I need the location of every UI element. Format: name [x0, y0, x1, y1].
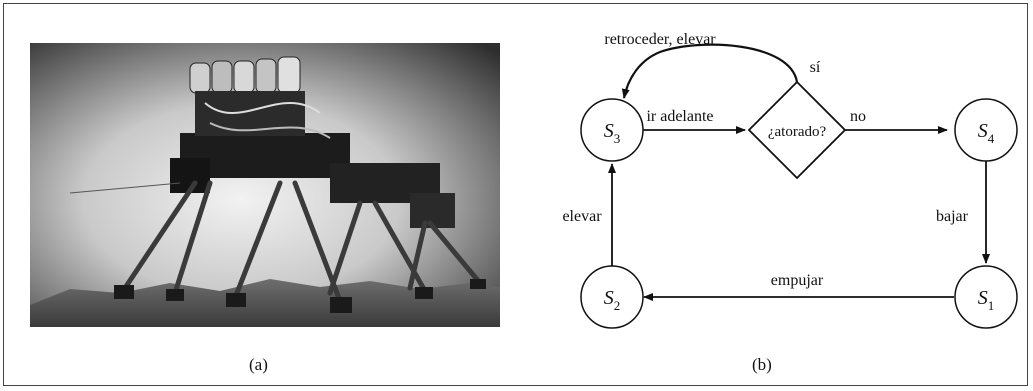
label-elevar: elevar	[562, 208, 602, 225]
figure-frame	[3, 3, 1028, 386]
label-ir-adelante: ir adelante	[646, 108, 713, 125]
decision-node: ¿atorado?	[747, 80, 847, 180]
svg-text:S3: S3	[604, 120, 621, 146]
svg-text:S2: S2	[604, 287, 621, 313]
label-no: no	[850, 108, 866, 125]
label-retroceder-elevar: retroceder, elevar	[604, 31, 716, 48]
label-bajar: bajar	[936, 208, 969, 225]
edge-decision-s3	[621, 43, 799, 99]
state-s1: S1	[954, 265, 1018, 329]
robot-photo	[30, 43, 500, 327]
caption-a: (a)	[249, 355, 268, 374]
state-s3: S3	[580, 98, 644, 162]
state-s2: S2	[580, 265, 644, 329]
label-si: sí	[810, 59, 821, 76]
svg-text:S1: S1	[978, 287, 995, 313]
decision-label: ¿atorado?	[768, 124, 827, 140]
svg-text:S4: S4	[978, 120, 995, 146]
state-s4: S4	[954, 98, 1018, 162]
label-empujar: empujar	[771, 272, 824, 289]
caption-b: (b)	[752, 355, 772, 374]
